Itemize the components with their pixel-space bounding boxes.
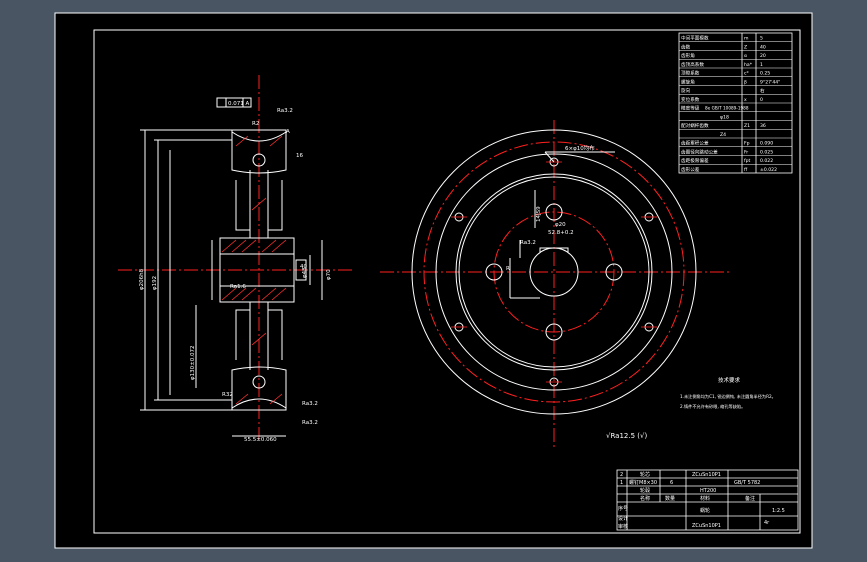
param-row-value: Z4: [720, 132, 726, 138]
param-row-name: 齿形公差: [681, 166, 700, 173]
param-row-symbol: x: [744, 98, 747, 103]
ra-front-label: Ra3.2: [520, 240, 536, 246]
depth-label: 52.8+0.2: [548, 230, 574, 236]
dim-a-label: A: [286, 129, 290, 135]
title-block: [616, 469, 799, 531]
tb-r4-c2: 数量: [665, 495, 675, 502]
param-row-value: 1: [760, 62, 763, 68]
ra-label-bot1: Ra3.2: [302, 401, 318, 407]
tb-code: 4r: [764, 520, 770, 526]
param-row-name: 齿圈径向跳动公差: [681, 148, 718, 155]
d-outer-label: φ206h8: [139, 268, 145, 290]
param-row-name: 齿顶高系数: [681, 61, 704, 68]
param-row-value: ±0.022: [760, 167, 777, 173]
param-row-name: 旋向: [681, 87, 691, 94]
d-hub-label: φ48: [302, 267, 308, 278]
tech-req-line-2: 2.铸件不允许有砂眼, 缩孔等缺陷。: [680, 403, 745, 410]
tb-r4-c4: 备注: [745, 495, 755, 502]
param-row-value: 0.25: [760, 71, 770, 77]
tb-r3-c3: HT200: [700, 488, 716, 494]
param-row-value: 36: [760, 123, 766, 129]
tb-scale: 1:2.5: [772, 508, 785, 514]
ra-label-top: Ra3.2: [277, 108, 293, 114]
tb-material: ZCuSn10P1: [692, 523, 721, 529]
d-bore-label: φ70: [326, 269, 332, 280]
d-root-label: φ192: [152, 276, 158, 290]
tb-r1-c1: 轮芯: [640, 471, 650, 478]
tb-r2-c3: GB/T 5782: [734, 480, 760, 486]
param-row-name: 齿数: [681, 43, 691, 50]
ra-label-bot2: Ra3.2: [302, 420, 318, 426]
param-row-value: 40: [760, 44, 766, 50]
tol-box-label: 0.071 A: [228, 101, 249, 107]
param-row-value: 0.090: [760, 141, 773, 147]
ra-label-hub: Ra1.6: [230, 284, 246, 290]
param-row-name: 顶隙系数: [681, 70, 700, 77]
param-row-name: 中间平面模数: [681, 35, 709, 42]
param-row-symbol: α: [744, 54, 747, 59]
param-row-symbol: Fp: [744, 141, 750, 147]
r-label: R: [506, 266, 510, 272]
r-top-label: R2: [252, 121, 259, 127]
param-row-value: 0.022: [760, 158, 773, 164]
tech-requirements: 技术要求 1.未注倒角均为C1, 锐边倒钝, 未注圆角半径为R2。 2.铸件不允…: [606, 376, 776, 440]
key-label: 14JS9: [536, 206, 542, 222]
tb-r1-c0: 2: [620, 472, 623, 478]
param-row-symbol: m: [744, 37, 749, 42]
param-row-symbol: ff: [744, 167, 748, 173]
param-row-name: 变位系数: [681, 96, 700, 103]
param-row-value: 20: [760, 53, 766, 59]
tech-req-line-1: 1.未注倒角均为C1, 锐边倒钝, 未注圆角半径为R2。: [680, 393, 776, 400]
inner-frame: [93, 29, 801, 534]
tb-r2-c1: 螺钉M8×30: [629, 479, 657, 486]
holes-label: 6×φ10均布: [565, 144, 595, 152]
tb-left-2: 审核: [618, 523, 628, 530]
param-row-symbol: fpt: [744, 158, 751, 164]
param-row-value: 5: [760, 36, 763, 42]
param-row-symbol: Z1: [744, 123, 750, 129]
tech-req-title: 技术要求: [718, 376, 741, 384]
param-row-name: 配对蜗杆齿数: [681, 122, 709, 129]
tb-part-name: 蜗轮: [700, 507, 710, 514]
param-row-symbol: Fr: [744, 149, 748, 155]
len16-label: 16: [296, 153, 303, 159]
param-row-symbol: β: [744, 79, 747, 85]
tb-r1-c3: ZCuSn10P1: [692, 472, 721, 478]
section-view: [118, 75, 352, 440]
param-row-name: 螺旋角: [681, 78, 695, 85]
tb-left-1: 设计: [618, 515, 628, 522]
param-row-symbol: Z: [744, 44, 747, 50]
len40-label: 40: [300, 264, 307, 270]
param-row-name: 齿距累积公差: [681, 140, 709, 147]
tb-r2-c2: 6: [670, 480, 673, 486]
tb-r4-c1: 名称: [640, 495, 650, 502]
param-row-value: 0.025: [760, 149, 773, 155]
front-view: [380, 120, 730, 448]
param-row-value: 9°27'44": [760, 79, 780, 85]
param-row-value: 0: [760, 97, 763, 103]
title-block-text: 2 轮芯 ZCuSn10P1 1 螺钉M8×30 6 GB/T 5782 轮毂 …: [618, 471, 785, 530]
r32-label: R32: [222, 392, 233, 398]
param-row-name: 齿距极限偏差: [681, 157, 709, 164]
param-row-value: 右: [760, 87, 765, 94]
section-view-labels: 0.071 A Ra3.2 R2 A 16 Ra1.6 40 R32 Ra3.2…: [139, 101, 332, 443]
roughness-note: √Ra12.5 (√): [606, 432, 647, 440]
tb-r3-c1: 轮毂: [640, 487, 650, 494]
hole-label: φ20: [555, 222, 566, 228]
tb-r2-c0: 1: [620, 480, 623, 486]
front-view-labels: 6×φ10均布 14JS9 Ra3.2 52.8+0.2 φ20 R: [506, 144, 595, 272]
outer-sheet: [54, 12, 813, 549]
param-row-name: 齿形角: [681, 52, 695, 59]
tb-left-0: 序号: [618, 505, 628, 512]
param-row-name: 精度等级: [681, 105, 700, 112]
d130-label: φ130±0.072: [190, 346, 196, 380]
param-row-value: 8e GB/T 10089-1988: [705, 106, 749, 111]
param-row-symbol: ha*: [744, 62, 753, 68]
param-row-symbol: c*: [744, 71, 750, 77]
tb-r4-c3: 材料: [700, 495, 710, 502]
width-label: 55.5±0.060: [244, 437, 277, 443]
param-row-value: ψ18: [720, 114, 729, 120]
